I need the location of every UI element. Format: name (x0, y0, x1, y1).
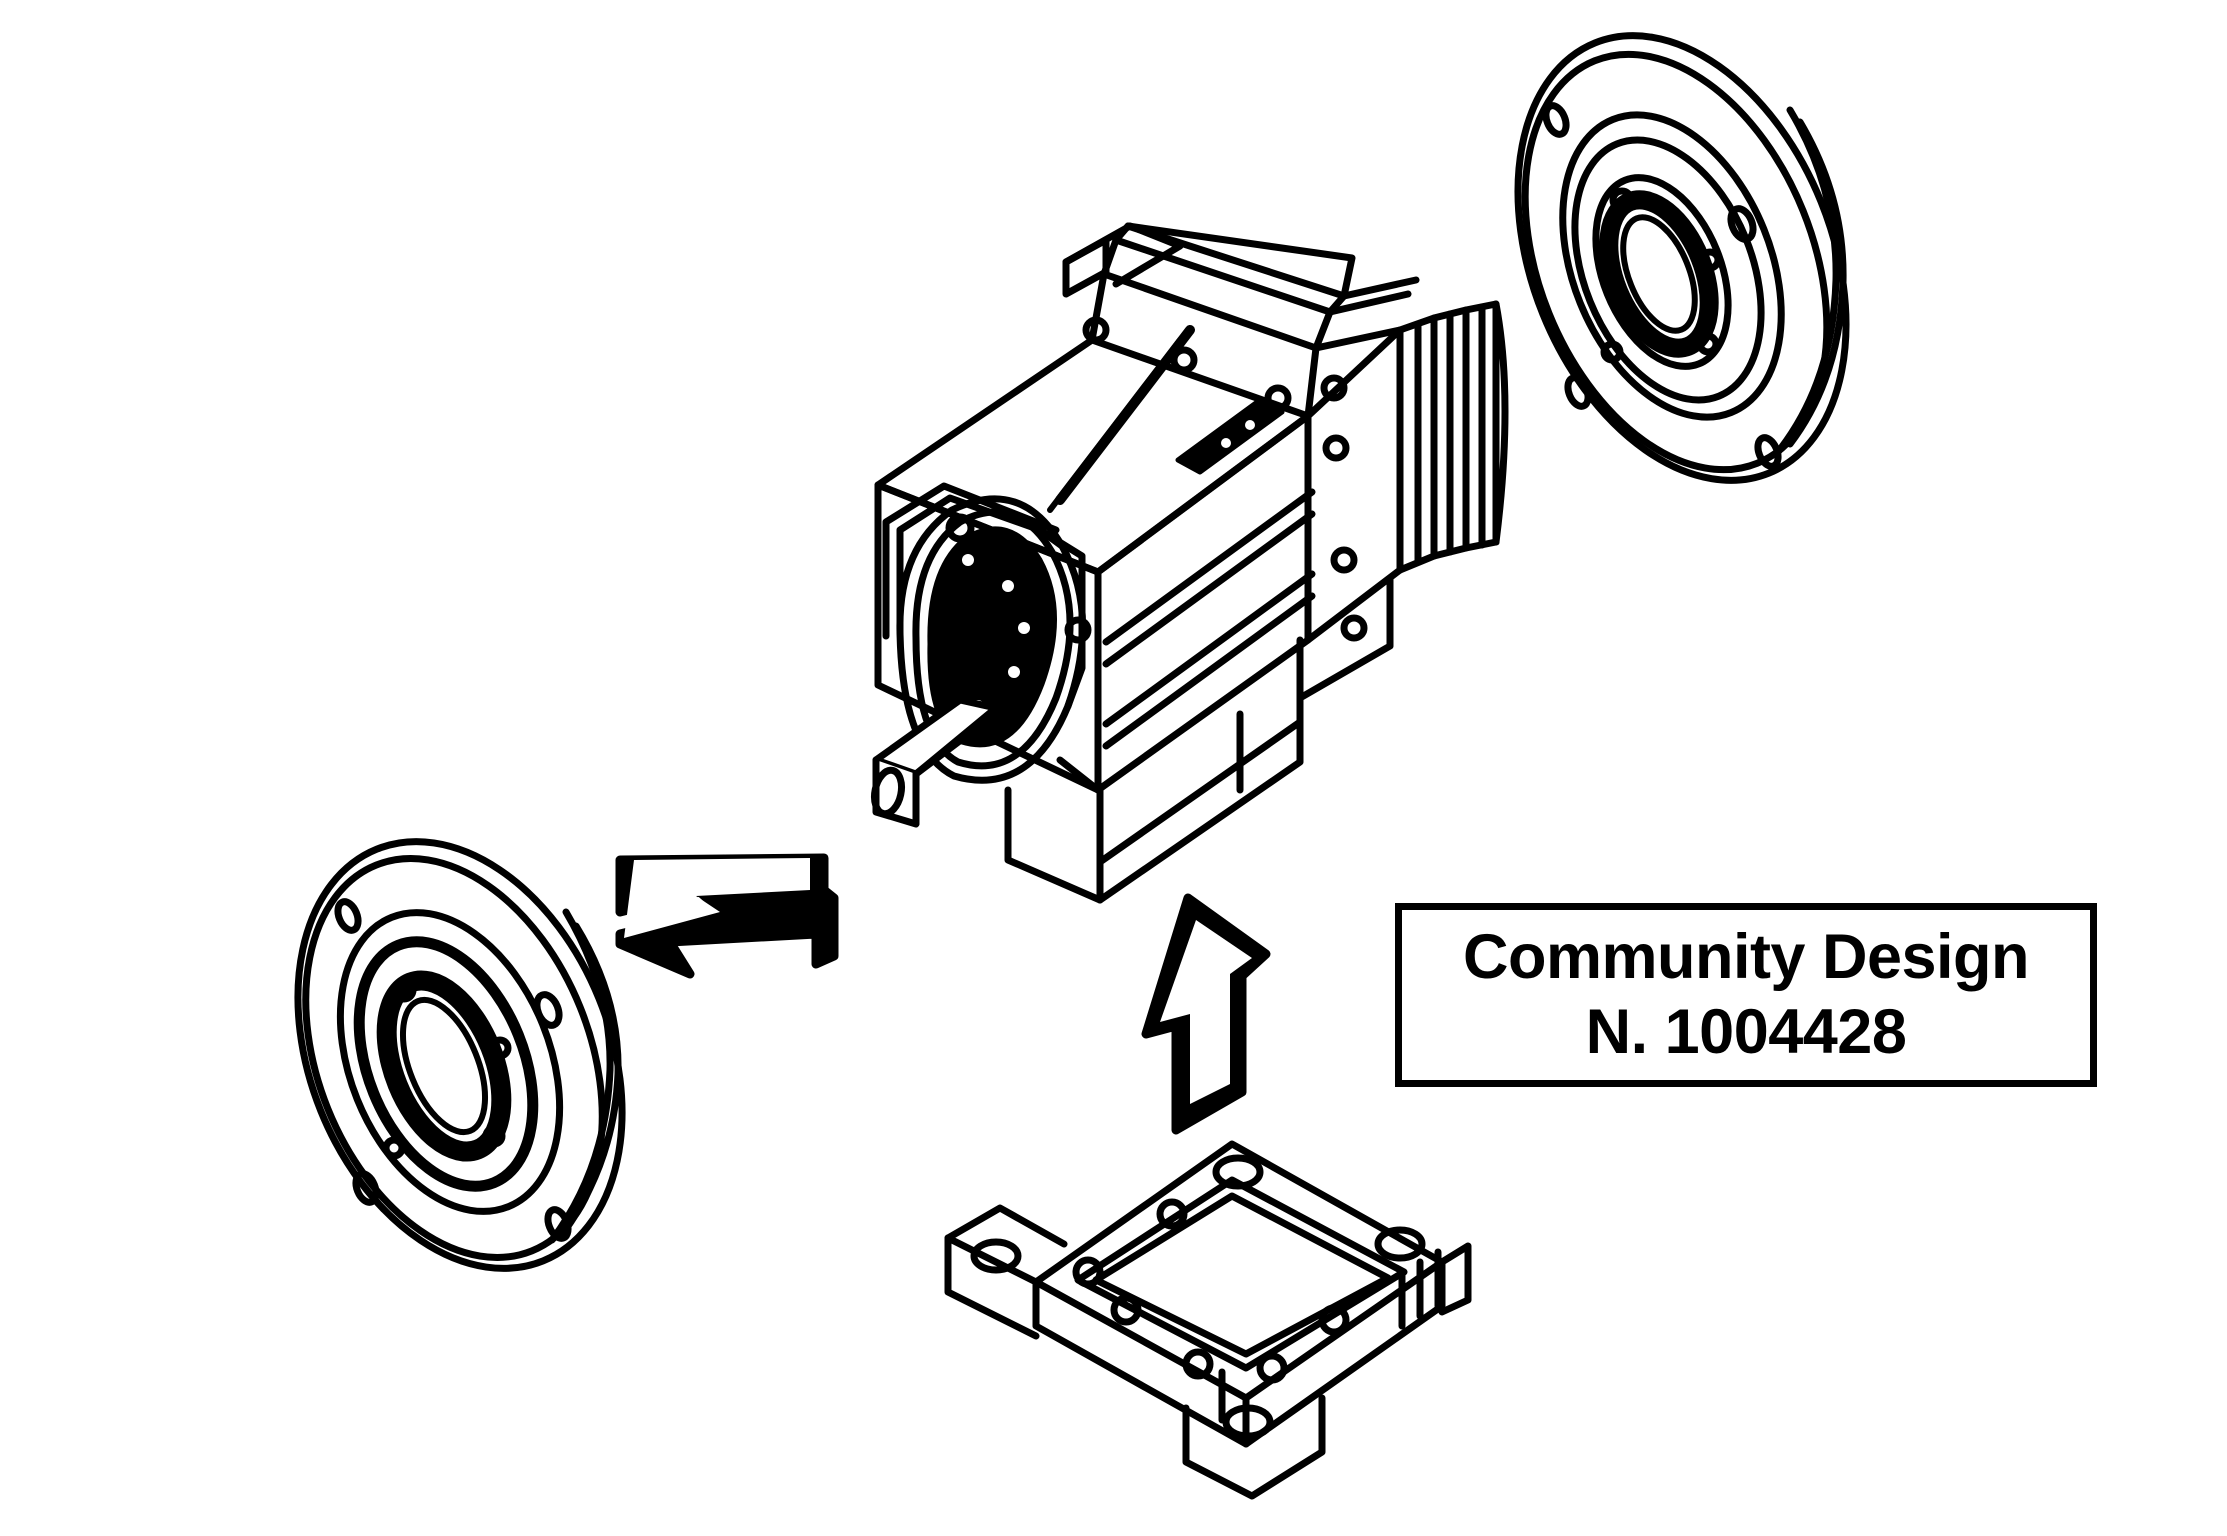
front-flange-outer-rim-inner (302, 855, 606, 1261)
arrow-left-inner-highlight (624, 858, 810, 938)
front-flange-bolt-hole-2 (533, 991, 563, 1029)
front-flange-boss (353, 936, 539, 1192)
mounting-base-plate (944, 1140, 1472, 1500)
rear-flange-bolt-hole-2 (1727, 205, 1757, 243)
motor-rear-cap (1492, 300, 1509, 546)
motor-front-boss-side (1036, 526, 1086, 710)
front-flange-bore (399, 996, 489, 1136)
motor-front-boss-bolt (945, 513, 975, 543)
motor-shaft-tip-bore (870, 766, 906, 818)
terminal-box-top (1062, 222, 1184, 288)
rear-bearing-flange (1514, 32, 1850, 484)
base-plate-ear-left-top (944, 1204, 1068, 1248)
rear-flange-edge-thickness (1774, 106, 1840, 456)
rear-flange-boss (1592, 174, 1732, 370)
rear-flange-inner-hole-2 (1698, 248, 1722, 272)
rear-flange-bore (1620, 214, 1698, 334)
motor-bolt-top-3 (1264, 384, 1292, 412)
front-flange-inner-hole-3 (482, 1124, 506, 1148)
base-plate-ear-front (1182, 1394, 1326, 1500)
hub-bolt-3 (1008, 666, 1020, 678)
motor-foot-front (1004, 786, 1104, 904)
rear-flange-bolt-hole-4 (1564, 374, 1592, 410)
motor-foot-line (1096, 718, 1304, 866)
motor-front-boss-plate-2 (882, 482, 1060, 640)
rear-flange-bolt-hole-3 (1754, 434, 1782, 470)
base-plate-bolt-hole-left (970, 1238, 1022, 1274)
hub-bolt-5 (962, 554, 974, 566)
motor-fin-2 (1102, 510, 1316, 668)
motor-bolt-top-1 (1082, 316, 1110, 344)
motor-shaft-edge (912, 708, 1002, 778)
base-plate-bolt-hole-right (1374, 1226, 1426, 1262)
hub-bolt-1 (1002, 580, 1014, 592)
rear-flange-inner-hole-1 (1609, 187, 1635, 213)
base-plate-boss-3 (1110, 1294, 1142, 1326)
motor-nameplate (1175, 397, 1285, 475)
motor-bolt-side-1 (1322, 434, 1350, 462)
motor-rib-edge-c (1340, 276, 1420, 300)
rear-flange-inner-hole-3 (1696, 332, 1720, 356)
front-bearing-flange (294, 838, 626, 1272)
arrow-bottom-inner-highlight (1160, 920, 1252, 1104)
front-flange-inner-hole-2 (488, 1036, 512, 1060)
rear-flange-outer-rim (1514, 32, 1850, 484)
base-plate-boss-5 (1256, 1352, 1288, 1384)
front-flange-bolt-hole-4 (352, 1170, 380, 1206)
motor-foot-rear-ext (1296, 574, 1394, 702)
community-design-label: Community Design N. 1004428 (1395, 903, 2097, 1087)
base-plate-cavity-inner (1092, 1192, 1392, 1358)
base-plate-boss-6 (1318, 1304, 1350, 1336)
motor-fin-4 (1102, 592, 1316, 750)
base-plate-ear-right (1438, 1242, 1472, 1316)
base-plate-boss-1 (1156, 1198, 1188, 1230)
base-plate-ear-left (944, 1234, 1040, 1340)
assembly-arrow-left (615, 853, 839, 979)
motor-shaft-body (872, 696, 1000, 778)
motor-foot-bolt (1340, 614, 1368, 642)
motor-foot-right (1096, 636, 1304, 904)
terminal-strip-2 (1047, 337, 1183, 513)
motor-rib-edge-b (1326, 290, 1412, 316)
community-design-label-line-1: Community Design (1462, 922, 2030, 992)
motor-front-boss-bolt-2 (1064, 616, 1092, 644)
rear-flange-outer-rim-inner (1521, 50, 1831, 474)
rear-flange-step-ring (1559, 111, 1785, 421)
nameplate-dot-1 (1221, 438, 1231, 448)
front-flange-bolt-hole-1 (334, 898, 362, 934)
motor-front-boss-lower (1056, 756, 1102, 794)
rear-flange-inner-hole-4 (1600, 340, 1624, 364)
motor-rib-edge-top (1124, 222, 1356, 300)
base-plate-cavity (1074, 1176, 1408, 1372)
community-design-label-line-2: N. 1004428 (1585, 997, 1907, 1067)
front-flange-bolt-hole-3 (544, 1206, 572, 1242)
motor-bolt-side-2 (1330, 546, 1358, 574)
base-plate-bolt-hole-front (1222, 1404, 1274, 1440)
motor-rear-fin-pack-1 (1304, 326, 1404, 644)
nameplate-dot-2 (1245, 420, 1255, 430)
motor-bolt-side-3 (1320, 374, 1348, 402)
base-plate-boss-4 (1182, 1348, 1214, 1380)
motor-fin-1 (1102, 488, 1316, 646)
rear-flange-edge-thickness-2 (1786, 118, 1847, 448)
motor-housing (870, 222, 1509, 904)
base-plate-boss-2 (1072, 1256, 1104, 1288)
base-plate-bolt-hole-rear (1212, 1154, 1264, 1190)
front-flange-edge-thickness (548, 908, 614, 1244)
assembly-arrow-bottom (1141, 893, 1271, 1135)
motor-fin-3 (1102, 570, 1316, 728)
motor-upper-rib-2 (1100, 236, 1334, 352)
motor-bolt-top-2 (1170, 346, 1198, 374)
motor-rib-edge-a (1312, 326, 1404, 352)
hub-bolt-2 (1018, 622, 1030, 634)
motor-upper-rib-block (1088, 270, 1320, 420)
rear-flange-bolt-hole-1 (1542, 102, 1570, 138)
front-flange-inner-hole-4 (382, 1136, 406, 1160)
front-flange-edge-thickness-2 (560, 922, 622, 1236)
front-flange-inner-hole-1 (391, 977, 417, 1003)
